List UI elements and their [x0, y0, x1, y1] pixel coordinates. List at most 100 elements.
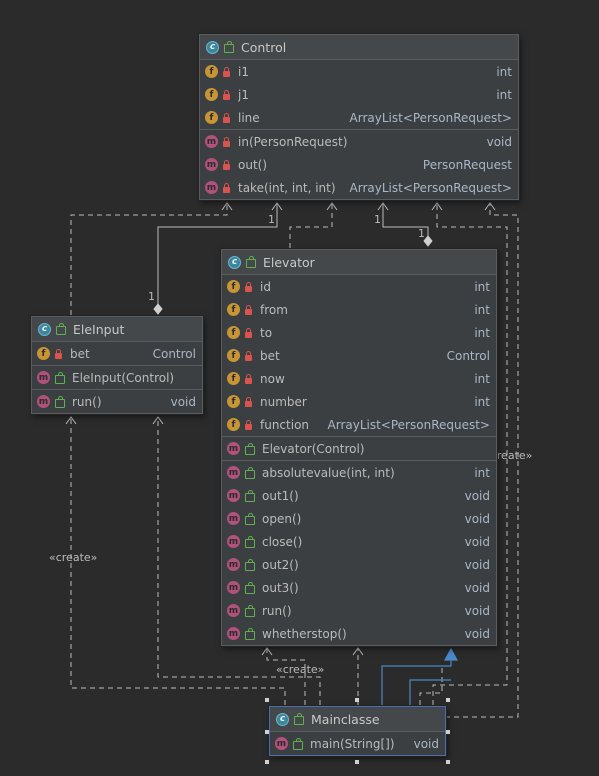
private-lock-icon	[223, 89, 230, 100]
class-header: c Control	[200, 35, 518, 60]
method-row[interactable]: m absolutevalue(int, int) int	[222, 461, 496, 484]
field-icon: f	[205, 65, 218, 78]
class-icon: c	[276, 712, 289, 726]
method-icon: m	[227, 466, 240, 479]
class-icon: c	[206, 40, 219, 54]
private-lock-icon	[245, 281, 252, 292]
resize-handle[interactable]	[265, 760, 269, 764]
method-name: out3()	[262, 580, 299, 595]
class-header: c EleInput	[32, 317, 202, 342]
class-header: c Mainclasse	[270, 707, 445, 732]
field-type: int	[474, 279, 490, 294]
method-icon: m	[227, 442, 240, 455]
public-icon	[55, 395, 65, 408]
resize-handle[interactable]	[446, 730, 450, 734]
resize-handle[interactable]	[355, 698, 359, 702]
method-icon: m	[227, 627, 240, 640]
field-name: id	[260, 279, 271, 294]
field-name: function	[260, 417, 310, 432]
method-icon: m	[205, 181, 218, 194]
method-name: absolutevalue(int, int)	[262, 465, 395, 480]
public-icon	[245, 442, 255, 455]
private-lock-icon	[245, 350, 252, 361]
resize-handle[interactable]	[446, 760, 450, 764]
field-icon: f	[205, 88, 218, 101]
method-name: run()	[72, 394, 102, 409]
field-icon: f	[37, 347, 50, 360]
create-label-bottom: «create»	[276, 663, 325, 676]
public-icon	[293, 737, 303, 750]
mult-eleinput: 1	[148, 290, 155, 303]
public-icon	[56, 323, 66, 335]
resize-handle[interactable]	[265, 698, 269, 702]
field-type: int	[474, 394, 490, 409]
private-lock-icon	[223, 112, 230, 123]
class-name: EleInput	[73, 321, 125, 337]
public-icon	[245, 466, 255, 479]
method-type: int	[474, 465, 490, 480]
class-name: Elevator	[263, 254, 315, 270]
resize-handle[interactable]	[265, 730, 269, 734]
public-icon	[245, 558, 255, 571]
field-icon: f	[227, 303, 240, 316]
field-row[interactable]: f id int	[222, 275, 496, 298]
public-icon	[245, 627, 255, 640]
field-type: int	[496, 87, 512, 102]
constructor-name: Elevator(Control)	[262, 441, 365, 456]
field-icon: f	[227, 326, 240, 339]
dep-main-elevator-1	[266, 648, 306, 705]
class-icon: c	[38, 322, 51, 336]
private-lock-icon	[245, 373, 252, 384]
class-name: Control	[241, 39, 287, 55]
private-lock-icon	[245, 419, 252, 430]
field-name: from	[260, 302, 288, 317]
resize-handle[interactable]	[446, 698, 450, 702]
field-icon: f	[227, 280, 240, 293]
constructor-row[interactable]: m Elevator(Control)	[222, 437, 496, 460]
method-name: open()	[262, 511, 302, 526]
method-type: void	[413, 736, 439, 751]
method-icon: m	[205, 158, 218, 171]
method-type: void	[464, 488, 490, 503]
private-lock-icon	[223, 66, 230, 77]
resize-handle[interactable]	[355, 760, 359, 764]
method-icon: m	[227, 581, 240, 594]
method-name: in(PersonRequest)	[238, 134, 348, 149]
class-icon: c	[228, 255, 241, 269]
method-name: out1()	[262, 488, 299, 503]
field-icon: f	[227, 395, 240, 408]
